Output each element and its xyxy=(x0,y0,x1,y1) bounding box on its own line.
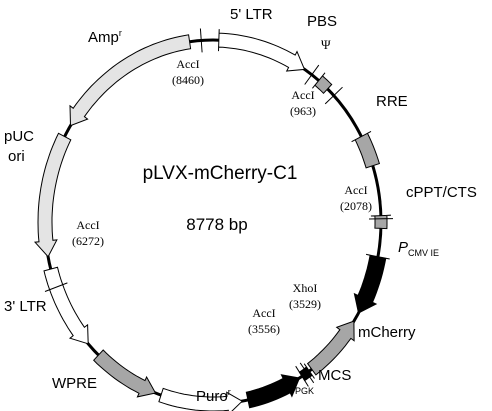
label-puro: Puror xyxy=(196,387,231,405)
rre-box xyxy=(351,130,381,169)
label-wpre: WPRE xyxy=(52,375,97,392)
site-acci-8460-name: AccI xyxy=(176,57,199,71)
label-mcherry: mCherry xyxy=(358,324,416,341)
ltr3-arrow xyxy=(43,266,89,345)
wpre-arrow xyxy=(93,349,157,398)
pcmv-arrow xyxy=(353,253,390,314)
label-pcmv-sub: CMV IE xyxy=(408,248,439,258)
site-acci-2078-name: AccI xyxy=(344,183,367,197)
tick-acci-963 xyxy=(324,86,343,105)
ltr5-arrow xyxy=(218,29,306,72)
amp-arrow xyxy=(69,34,192,127)
label-mcs: MCS xyxy=(318,367,351,384)
ppgk-arrow xyxy=(245,374,301,409)
label-5-ltr: 5' LTR xyxy=(230,6,273,23)
site-xhoi-3529-pos: (3529) xyxy=(289,297,321,311)
label-rre: RRE xyxy=(376,93,408,110)
label-pcmv-main: P xyxy=(398,239,408,256)
label-amp: Ampr xyxy=(88,28,122,46)
label-psi: Ψ xyxy=(321,37,331,52)
label-pcmv: PCMV IE xyxy=(398,239,439,258)
label-ppgk-sub: PGK xyxy=(295,386,314,396)
site-acci-963-name: AccI xyxy=(291,88,314,102)
site-acci-3556-pos: (3556) xyxy=(248,322,280,336)
site-tick-layer xyxy=(44,28,394,387)
label-cppt-cts: cPPT/CTS xyxy=(406,184,477,201)
puc-ori-arrow xyxy=(33,132,72,258)
tick-acci-8460 xyxy=(199,28,203,53)
tick-acci-3556 xyxy=(295,365,309,387)
label-puro-sup: r xyxy=(228,387,231,397)
label-puc: pUC xyxy=(4,128,34,145)
label-amp-sup: r xyxy=(119,28,122,38)
psi-box xyxy=(312,72,333,95)
tick-xhoi-3529 xyxy=(299,362,315,384)
site-acci-6272-pos: (6272) xyxy=(72,234,104,248)
tick-acci-6272 xyxy=(44,282,68,292)
feature-layer xyxy=(33,29,391,411)
label-ppgk: PPGK xyxy=(285,377,314,396)
label-puro-main: Puro xyxy=(196,388,228,405)
puro-arrow xyxy=(158,387,244,411)
site-acci-963-pos: (963) xyxy=(290,104,316,118)
label-3-ltr: 3' LTR xyxy=(4,298,47,315)
site-xhoi-3529-name: XhoI xyxy=(293,281,318,295)
site-acci-8460-pos: (8460) xyxy=(172,73,204,87)
plasmid-name: pLVX-mCherry-C1 xyxy=(143,163,298,184)
label-amp-main: Amp xyxy=(88,29,119,46)
tick-pbs xyxy=(304,64,320,85)
label-pbs: PBS xyxy=(307,13,337,30)
mcherry-arrow xyxy=(306,320,355,376)
plasmid-size: 8778 bp xyxy=(186,215,247,234)
site-acci-2078-pos: (2078) xyxy=(340,199,372,213)
label-ppgk-main: P xyxy=(285,377,295,394)
site-acci-3556-name: AccI xyxy=(252,306,275,320)
label-ori: ori xyxy=(8,148,25,165)
cppt-box xyxy=(370,214,391,230)
site-acci-6272-name: AccI xyxy=(76,218,99,232)
